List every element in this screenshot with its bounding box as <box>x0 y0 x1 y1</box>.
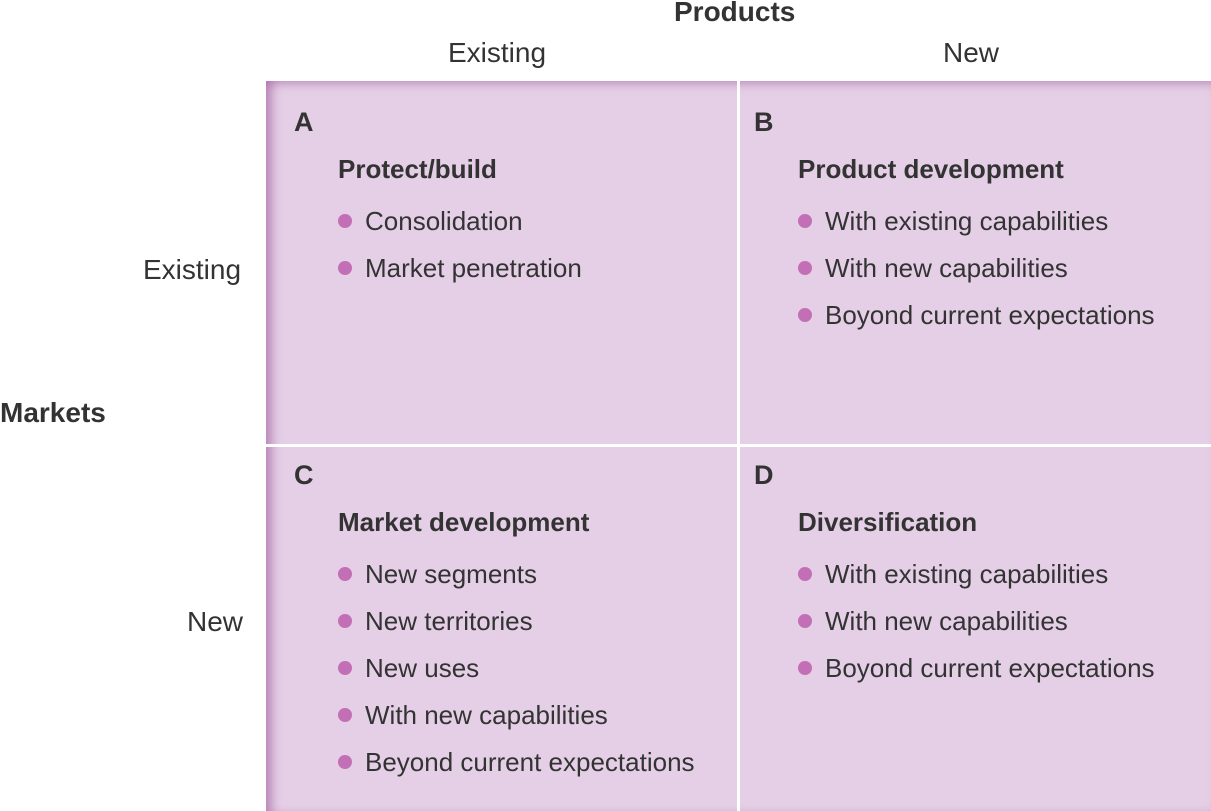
bullet-dot-icon <box>798 214 812 229</box>
list-item: Market penetration <box>338 245 582 292</box>
column-label-existing: Existing <box>448 37 547 68</box>
quadrant-a: A Protect/build Consolidation Market pen… <box>294 106 582 292</box>
list-item-label: With new capabilities <box>825 253 1068 283</box>
horizontal-divider <box>266 444 1211 447</box>
list-item: Consolidation <box>338 198 582 245</box>
list-item-label: Boyond current expectations <box>825 300 1155 330</box>
list-item-label: Beyond current expectations <box>365 747 695 777</box>
bullet-dot-icon <box>338 708 352 723</box>
bullet-dot-icon <box>798 661 812 676</box>
list-item-label: New segments <box>365 559 537 589</box>
quadrant-b: B Product development With existing capa… <box>754 106 1155 339</box>
quadrant-letter: C <box>294 460 314 490</box>
list-item: New segments <box>338 551 695 598</box>
list-item-label: With existing capabilities <box>825 206 1109 236</box>
quadrant-letter: D <box>754 460 774 490</box>
quadrant-item-list: New segments New territories New uses Wi… <box>338 551 695 786</box>
bullet-dot-icon <box>338 661 352 676</box>
bullet-dot-icon <box>798 261 812 276</box>
bullet-dot-icon <box>338 214 352 229</box>
quadrant-item-list: With existing capabilities With new capa… <box>798 198 1155 339</box>
list-item: Boyond current expectations <box>798 645 1155 692</box>
list-item-label: New uses <box>365 653 480 683</box>
quadrant-title: Market development <box>338 507 590 537</box>
bullet-dot-icon <box>338 261 352 276</box>
quadrant-title: Protect/build <box>338 154 497 184</box>
list-item-label: New territories <box>365 606 533 636</box>
quadrant-title: Diversification <box>798 507 978 537</box>
bullet-dot-icon <box>798 567 812 582</box>
list-item-label: With new capabilities <box>825 606 1068 636</box>
list-item-label: Market penetration <box>365 253 582 283</box>
list-item-label: With existing capabilities <box>825 559 1109 589</box>
list-item: New territories <box>338 598 695 645</box>
row-label-existing: Existing <box>143 254 242 285</box>
list-item-label: Consolidation <box>365 206 523 236</box>
list-item: With existing capabilities <box>798 198 1155 245</box>
list-item: With existing capabilities <box>798 551 1155 598</box>
row-label-new: New <box>187 606 244 637</box>
list-item: With new capabilities <box>798 598 1155 645</box>
list-item-label: With new capabilities <box>365 700 608 730</box>
list-item: With new capabilities <box>338 692 695 739</box>
quadrant-item-list: Consolidation Market penetration <box>338 198 582 292</box>
quadrant-title: Product development <box>798 154 1064 184</box>
quadrant-c: C Market development New segments New te… <box>294 459 695 786</box>
list-item: New uses <box>338 645 695 692</box>
column-label-new: New <box>943 37 1000 68</box>
list-item: With new capabilities <box>798 245 1155 292</box>
markets-axis-title: Markets <box>0 397 106 428</box>
bullet-dot-icon <box>798 308 812 323</box>
quadrant-item-list: With existing capabilities With new capa… <box>798 551 1155 692</box>
list-item-label: Boyond current expectations <box>825 653 1155 683</box>
quadrant-letter: A <box>294 107 314 137</box>
list-item: Beyond current expectations <box>338 739 695 786</box>
products-axis-title: Products <box>674 0 796 27</box>
quadrant-letter: B <box>754 107 774 137</box>
list-item: Boyond current expectations <box>798 292 1155 339</box>
quadrant-d: D Diversification With existing capabili… <box>754 459 1155 692</box>
bullet-dot-icon <box>338 755 352 770</box>
bullet-dot-icon <box>798 614 812 629</box>
bullet-dot-icon <box>338 567 352 582</box>
bullet-dot-icon <box>338 614 352 629</box>
